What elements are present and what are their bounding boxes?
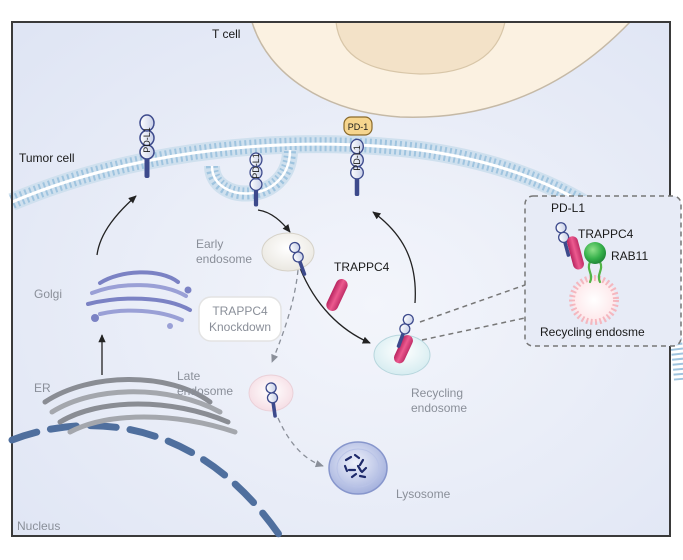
- pd1-label: PD-1: [348, 122, 369, 132]
- arrow-early-to-late: [271, 269, 299, 363]
- nucleus-envelope: [8, 422, 284, 540]
- trappc4-label: TRAPPC4: [334, 260, 390, 274]
- inset-panel: [524, 195, 682, 347]
- arrow-early-to-recycling: [299, 267, 371, 344]
- early-endosome: [261, 232, 315, 279]
- er-stack: [42, 377, 238, 435]
- inset-pdl1-label: PD-L1: [551, 201, 585, 215]
- t-cell-label: T cell: [212, 27, 240, 41]
- golgi-label: Golgi: [34, 287, 62, 301]
- early-endosome-label-2: endosome: [196, 252, 252, 266]
- knockdown-label-1: TRAPPC4: [212, 304, 268, 318]
- er-label: ER: [34, 381, 51, 395]
- knockdown-label-2: Knockdown: [209, 320, 271, 334]
- inset-trappc4-label: TRAPPC4: [578, 227, 634, 241]
- pdl1-surface-left-label: PD-L1: [142, 127, 152, 153]
- lysosome-label: Lysosome: [396, 487, 451, 501]
- golgi-apparatus: [86, 270, 192, 329]
- recycling-endosome: [373, 312, 431, 376]
- inset-title: Recycling endosme: [540, 325, 645, 339]
- early-endosome-label-1: Early: [196, 237, 223, 251]
- knockdown-box: [198, 296, 282, 342]
- trappc4-free: [326, 279, 348, 311]
- late-endosome: [248, 374, 294, 419]
- recycling-endosome-label-2: endosome: [411, 401, 467, 415]
- arrow-golgi-to-membrane: [96, 195, 137, 256]
- inset-trappc4: [567, 236, 584, 270]
- arrow-pit-to-early: [257, 209, 291, 233]
- arrow-late-to-lysosome: [277, 417, 324, 468]
- inset-rab11: [584, 242, 606, 284]
- pd1-pdl1-complex: [343, 116, 373, 197]
- pdl1-pit-label: PD-L1: [251, 153, 261, 179]
- late-endosome-label-1: Late: [177, 369, 201, 383]
- nucleus-label: Nucleus: [17, 519, 60, 533]
- lysosome: [328, 441, 388, 495]
- inset-callout-line-top: [419, 284, 526, 323]
- recycling-endosome-label-1: Recycling: [411, 386, 463, 400]
- inset-rab11-label: RAB11: [611, 249, 648, 263]
- pdl1-bound-label: PD-L1: [352, 145, 362, 171]
- tumor-cell-label: Tumor cell: [19, 151, 75, 165]
- inset-vesicle: [569, 275, 619, 325]
- t-cell: [250, 21, 632, 118]
- arrow-recycling-to-membrane: [372, 211, 416, 304]
- late-endosome-label-2: endosome: [177, 384, 233, 398]
